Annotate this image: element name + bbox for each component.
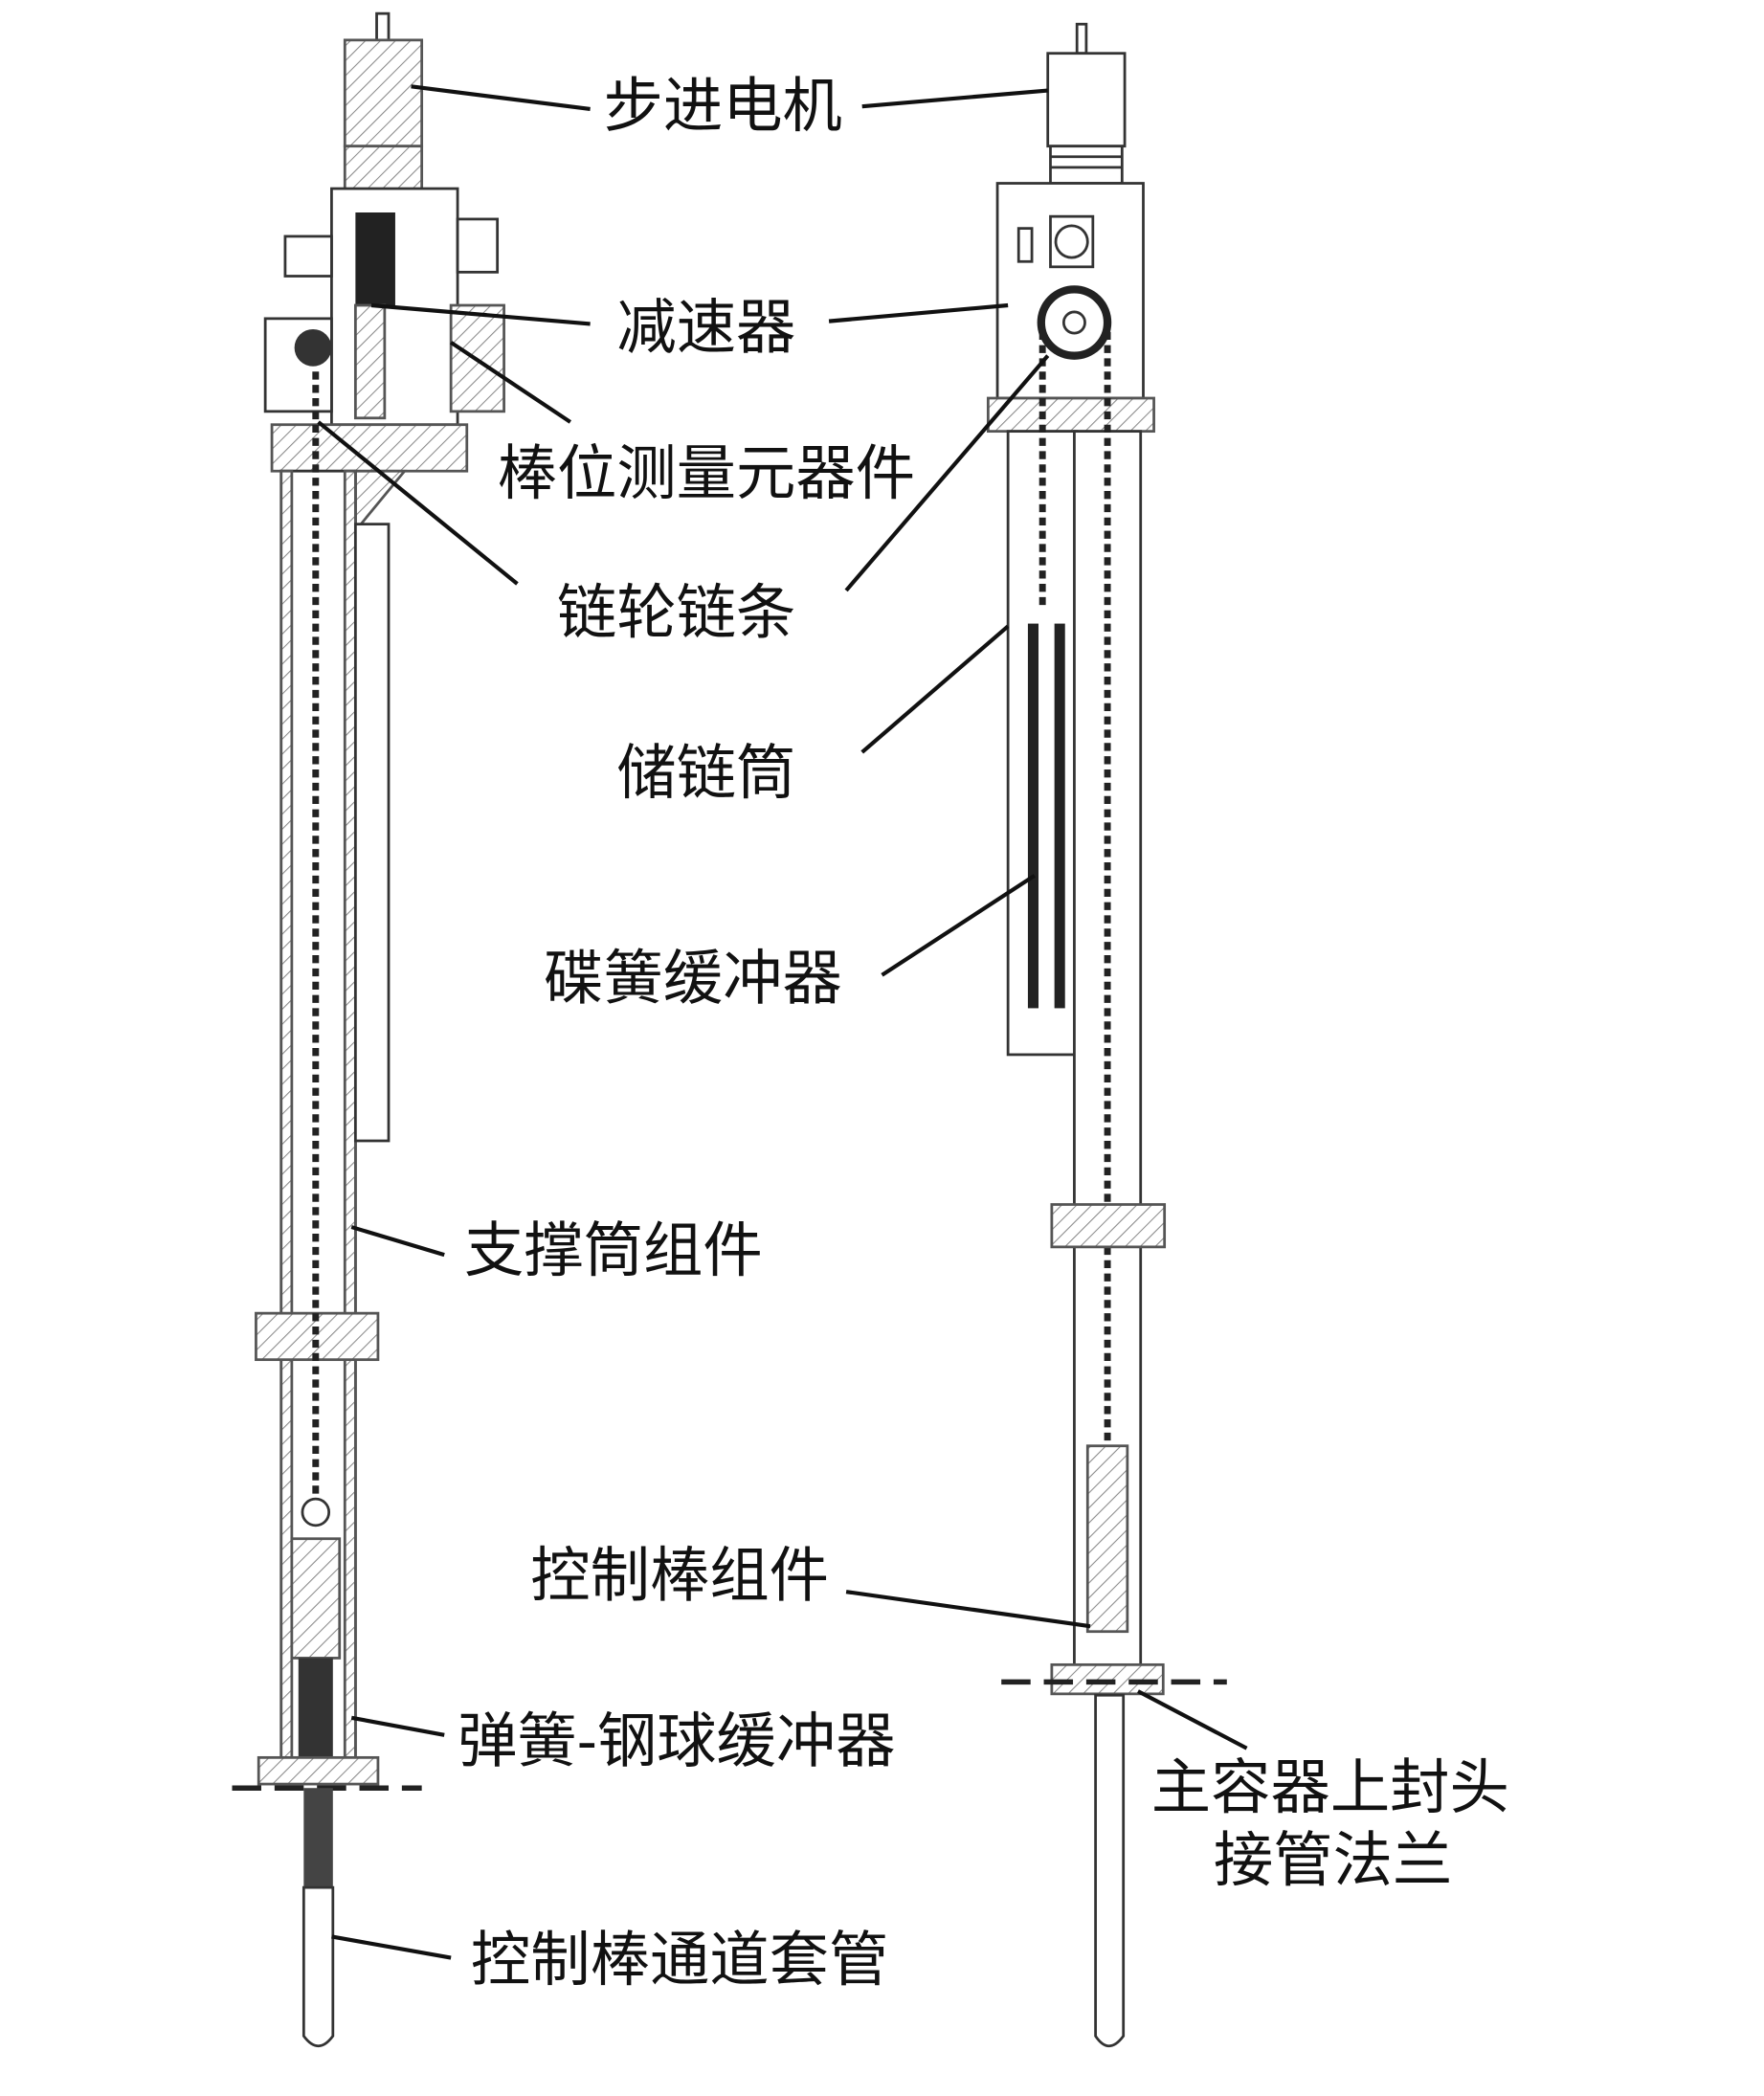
label-disc-spring-buffer: 碟簧缓冲器 <box>544 944 842 1014</box>
right-disc-spring-buffer <box>1027 623 1039 1009</box>
label-support-tube-assembly: 支撑筒组件 <box>464 1215 763 1285</box>
label-rod-position-sensor: 棒位测量元器件 <box>498 438 915 508</box>
left-gear <box>355 212 395 305</box>
left-stepper-motor <box>343 38 424 148</box>
left-spring-ball-buffer <box>298 1658 333 1758</box>
right-chain-storage-tube <box>1006 430 1079 1057</box>
left-bottom-flange <box>257 1755 380 1786</box>
right-coupling <box>1049 145 1124 185</box>
label-spring-ball-buffer: 弹簧-钢球缓冲器 <box>458 1706 895 1776</box>
left-control-rod-head <box>290 1537 342 1660</box>
right-assembly-view <box>986 22 1227 2048</box>
label-vessel-head-line2: 接管法兰 <box>1214 1825 1452 1895</box>
right-control-rod-head <box>1085 1444 1129 1634</box>
left-sprocket <box>294 328 332 367</box>
label-control-rod-assembly: 控制棒组件 <box>530 1540 829 1610</box>
left-channel-sleeve <box>301 1885 335 2048</box>
right-mid-flange <box>1050 1203 1167 1249</box>
label-sprocket-chain: 链轮链条 <box>557 577 795 647</box>
right-top-flange <box>986 396 1155 434</box>
motor-shaft-tip <box>375 11 391 45</box>
label-control-rod-channel-sleeve: 控制棒通道套管 <box>471 1925 888 1995</box>
leader-lines <box>317 84 1248 1960</box>
right-stepper-motor <box>1046 52 1127 148</box>
left-side-rail <box>353 523 391 1143</box>
label-reducer: 减速器 <box>616 292 795 362</box>
label-stepper-motor: 步进电机 <box>604 71 842 141</box>
label-chain-storage-tube: 储链筒 <box>616 738 795 808</box>
label-vessel-head-line1: 主容器上封头 <box>1151 1752 1509 1822</box>
right-sprocket <box>1037 285 1112 360</box>
left-assembly-section <box>232 11 505 2048</box>
left-coupling <box>343 145 424 194</box>
left-side-bolt <box>283 234 333 278</box>
right-channel-sleeve <box>1094 1693 1126 2048</box>
